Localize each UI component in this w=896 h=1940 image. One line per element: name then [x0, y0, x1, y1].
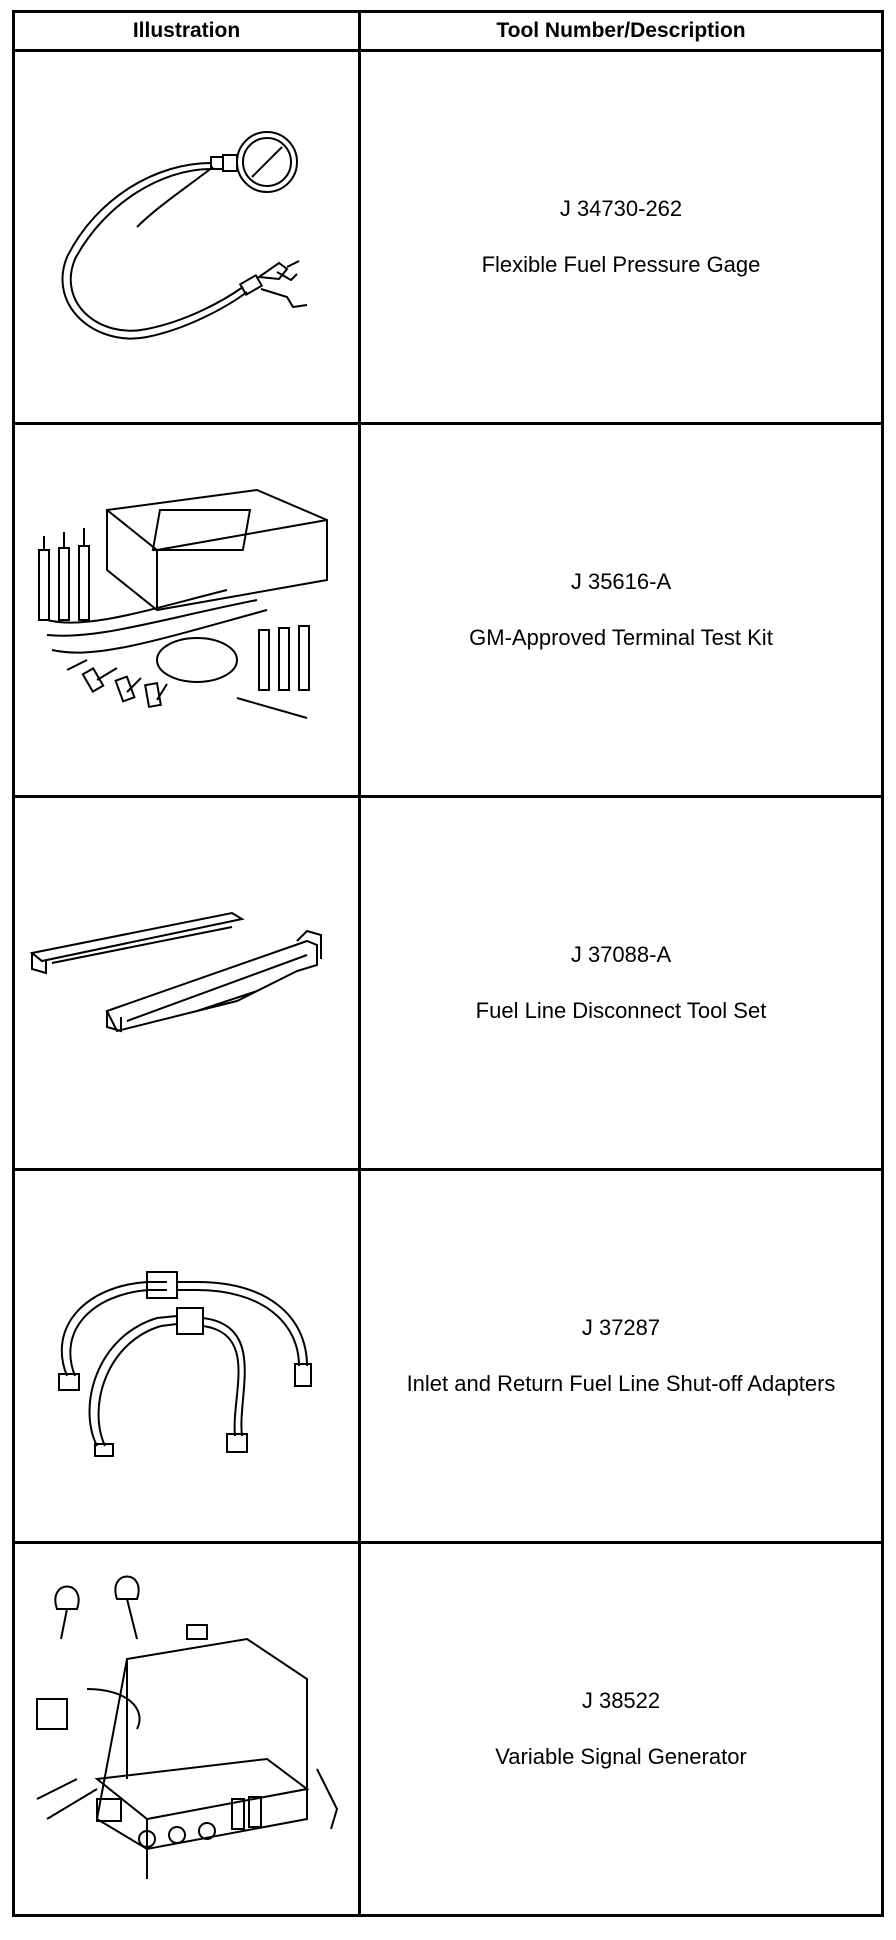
illustration-cell: [12, 49, 361, 425]
tool-number: J 38522: [581, 1688, 661, 1713]
shutoff-adapters-icon: [57, 1271, 312, 1457]
description-cell: J 34730-262 Flexible Fuel Pressure Gage: [358, 49, 884, 425]
table-row: J 35616-A GM-Approved Terminal Test Kit: [12, 422, 884, 798]
tool-description: Flexible Fuel Pressure Gage: [481, 252, 761, 277]
illustration-cell: [12, 795, 361, 1171]
terminal-test-kit-icon: [37, 488, 328, 719]
illustration-cell: [12, 1541, 361, 1917]
fuel-pressure-gage-icon: [60, 131, 307, 340]
table-row: J 34730-262 Flexible Fuel Pressure Gage: [12, 49, 884, 425]
description-cell: J 37287 Inlet and Return Fuel Line Shut-…: [358, 1168, 884, 1544]
description-cell: J 35616-A GM-Approved Terminal Test Kit: [358, 422, 884, 798]
illustration-header: Illustration: [12, 10, 361, 52]
tool-number: J 37287: [581, 1315, 661, 1340]
description-cell: J 38522 Variable Signal Generator: [358, 1541, 884, 1917]
description-cell: J 37088-A Fuel Line Disconnect Tool Set: [358, 795, 884, 1171]
header-row: Illustration Tool Number/Description: [12, 10, 884, 52]
signal-generator-icon: [35, 1575, 338, 1879]
tool-number: J 35616-A: [570, 569, 672, 594]
tool-description: Variable Signal Generator: [495, 1744, 747, 1769]
illustration-cell: [12, 422, 361, 798]
table-row: J 37287 Inlet and Return Fuel Line Shut-…: [12, 1168, 884, 1544]
tool-description: Inlet and Return Fuel Line Shut-off Adap…: [406, 1371, 836, 1396]
description-header: Tool Number/Description: [358, 10, 884, 52]
illustration-cell: [12, 1168, 361, 1544]
disconnect-tool-set-icon: [29, 911, 322, 1033]
tools-table: Illustration Tool Number/Description: [12, 10, 884, 1917]
table-row: J 37088-A Fuel Line Disconnect Tool Set: [12, 795, 884, 1171]
tool-number: J 37088-A: [570, 942, 672, 967]
tool-number: J 34730-262: [559, 196, 683, 221]
tool-description: Fuel Line Disconnect Tool Set: [475, 998, 767, 1023]
table-row: J 38522 Variable Signal Generator: [12, 1541, 884, 1917]
tool-description: GM-Approved Terminal Test Kit: [469, 625, 773, 650]
